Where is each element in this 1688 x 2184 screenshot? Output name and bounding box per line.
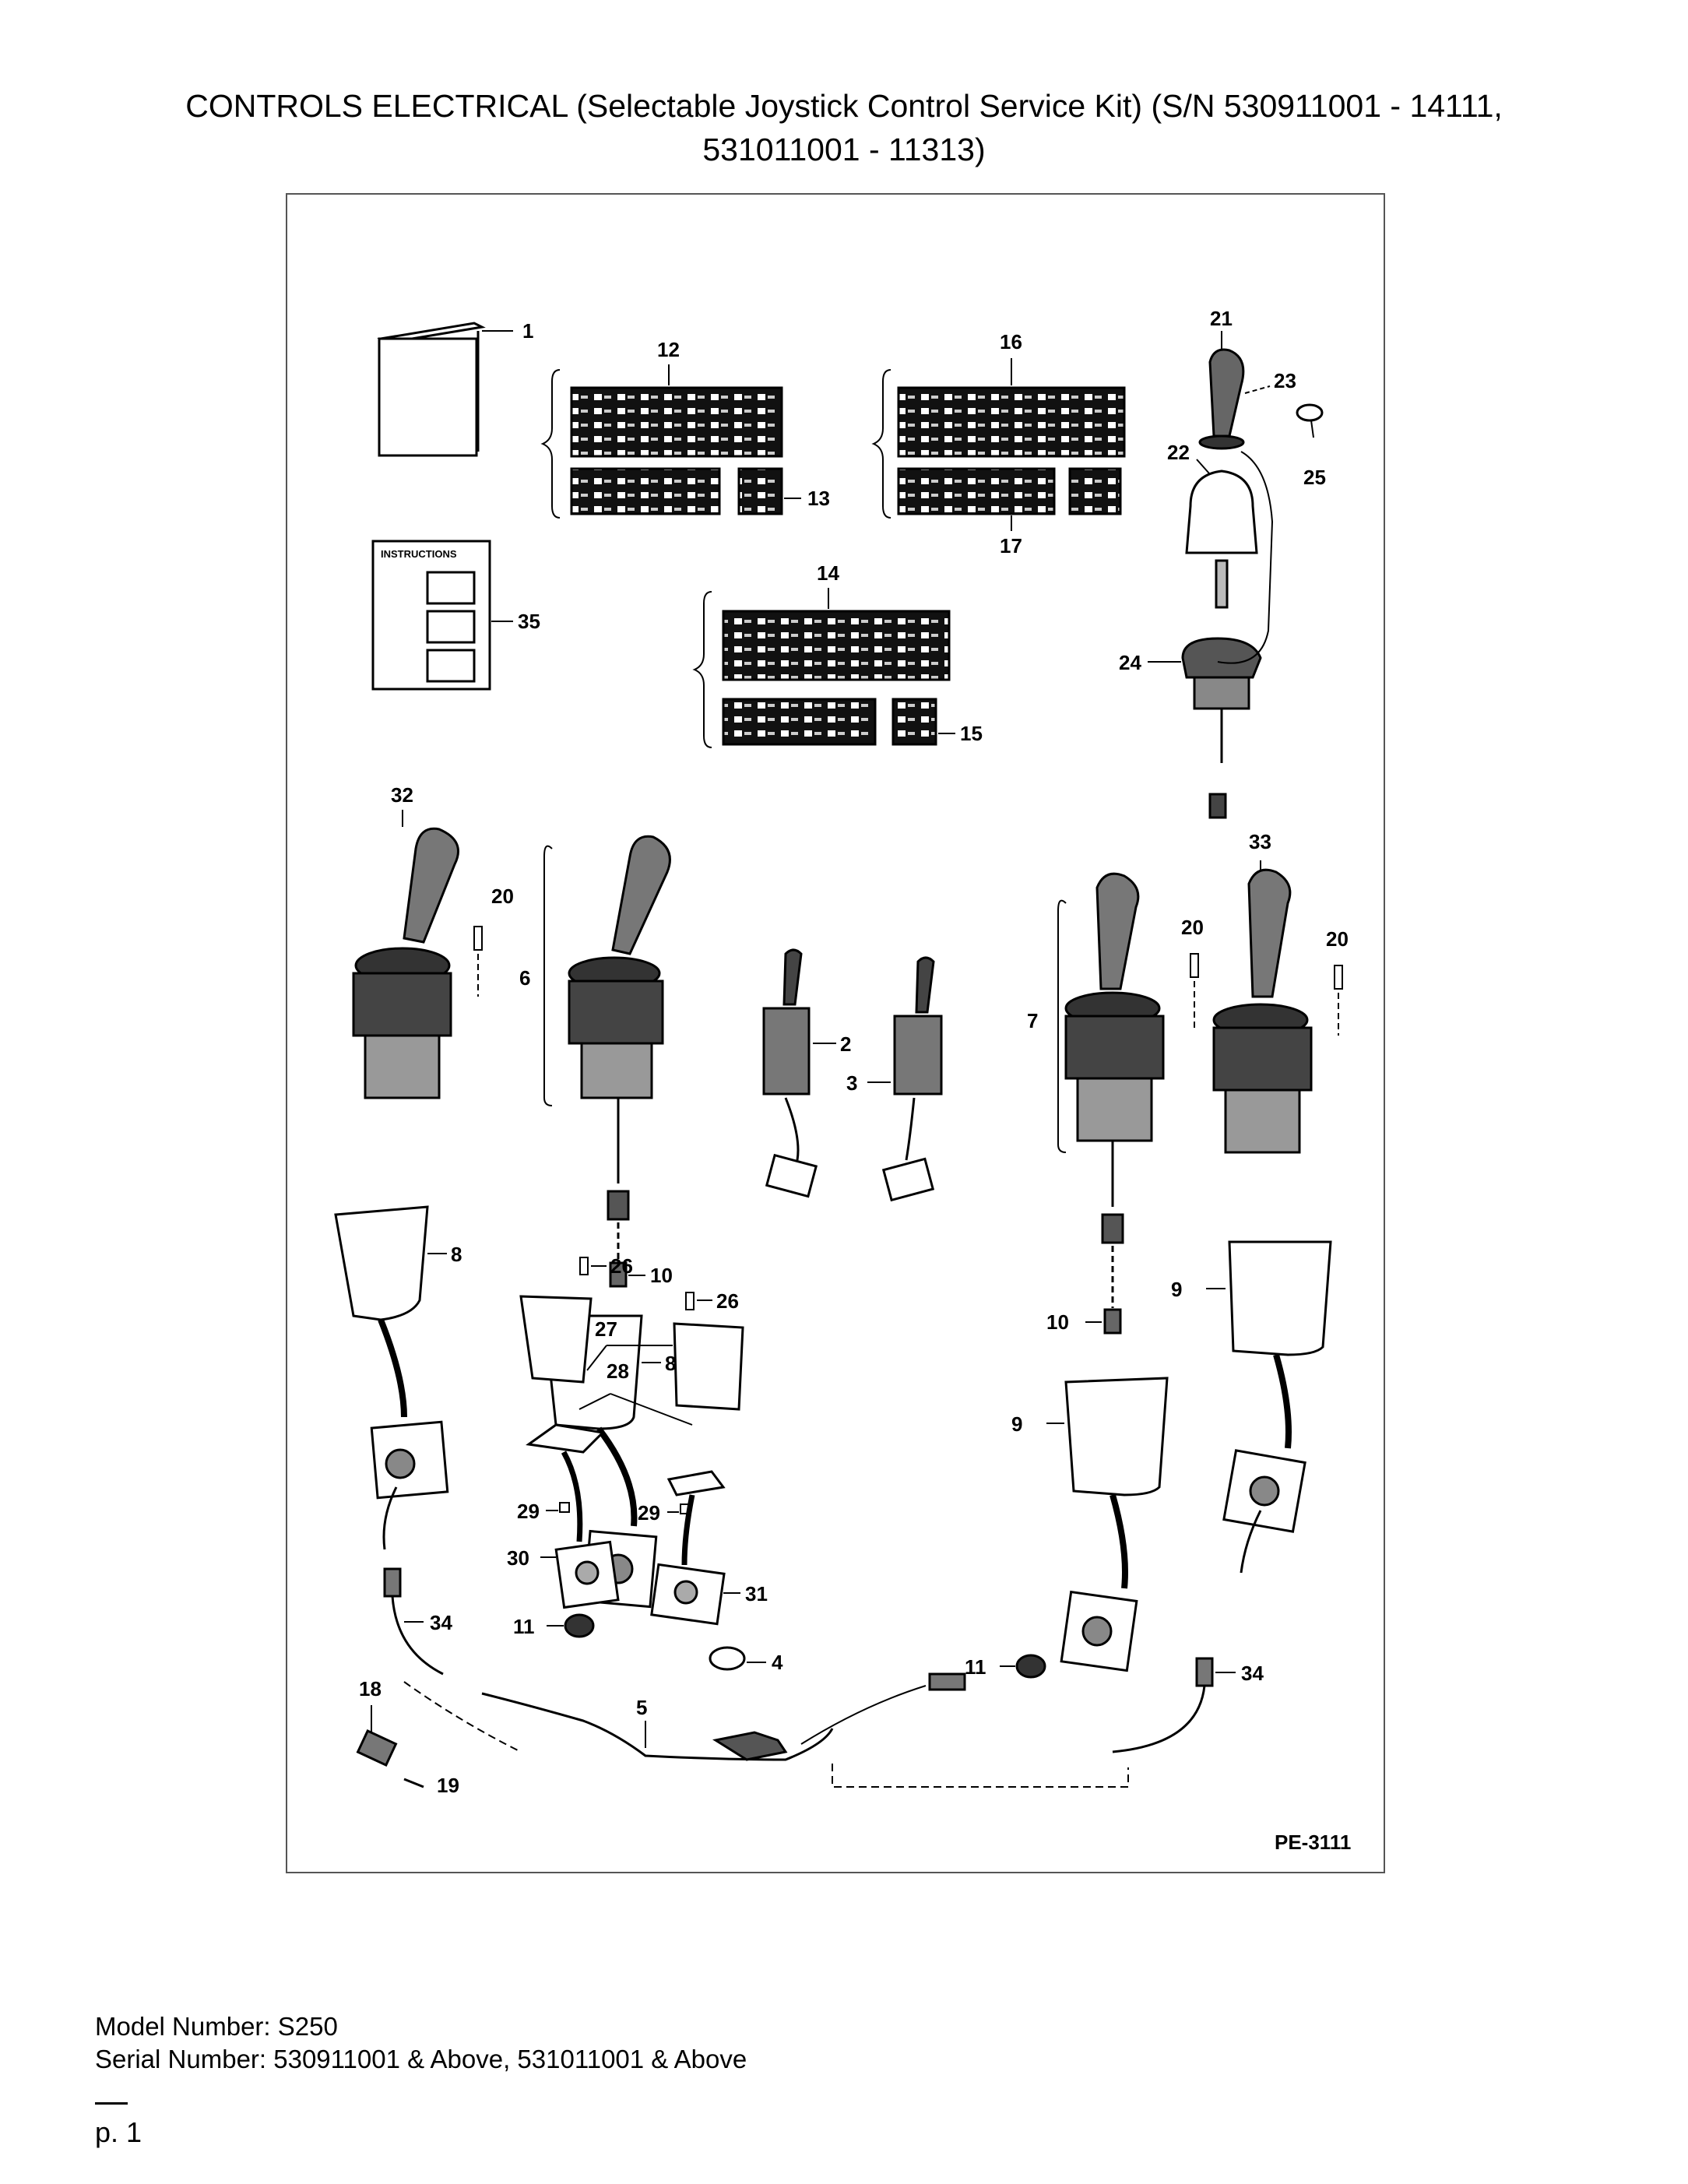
callout-34-right: 34 <box>1241 1662 1264 1685</box>
joystick-6 <box>543 835 671 1221</box>
part-20-bolt-left <box>473 926 483 997</box>
callout-16: 16 <box>1000 330 1022 353</box>
callout-21: 21 <box>1210 307 1233 330</box>
callout-32: 32 <box>391 783 413 807</box>
callout-8-left: 8 <box>451 1243 462 1266</box>
parts-diagram-frame: 1 INSTRUCTIONS 35 12 13 16 17 1 <box>286 193 1385 1873</box>
part-10-connector-right <box>1085 1246 1122 1335</box>
part-30-plate <box>540 1451 620 1609</box>
callout-10-right: 10 <box>1046 1310 1069 1334</box>
callout-9-center: 9 <box>1011 1412 1022 1436</box>
callout-26-left: 26 <box>610 1254 633 1278</box>
callout-2: 2 <box>840 1032 851 1056</box>
callout-29-right: 29 <box>638 1501 660 1525</box>
part-20-bolt-center <box>1190 953 1199 1032</box>
callout-11-right: 11 <box>965 1655 986 1679</box>
callout-17: 17 <box>1000 534 1022 557</box>
part-34-harness-left <box>383 1567 444 1676</box>
page-divider <box>95 2102 128 2105</box>
callout-26-right: 26 <box>716 1289 739 1313</box>
part-29-nuts <box>546 1502 691 1514</box>
part-35-instructions-sheet <box>371 540 513 691</box>
part-9-boot-right <box>1206 1240 1332 1574</box>
part-34-harness-right <box>1112 1657 1236 1753</box>
callout-19: 19 <box>437 1774 459 1797</box>
page-number: p. 1 <box>95 2116 142 2148</box>
joystick-32 <box>352 810 459 1099</box>
serial-number: Serial Number: 530911001 & Above, 531011… <box>95 2045 747 2073</box>
part-25-tie-strap <box>1296 403 1324 438</box>
part-19-pin <box>403 1778 424 1788</box>
callout-34-left: 34 <box>430 1611 452 1634</box>
callout-8-center: 8 <box>665 1352 676 1375</box>
part-2-joystick-small <box>762 948 836 1198</box>
part-18-connector <box>356 1705 398 1767</box>
part-31-plate <box>650 1494 740 1626</box>
callout-22: 22 <box>1167 441 1190 464</box>
callout-33: 33 <box>1249 830 1271 853</box>
title-line-1: CONTROLS ELECTRICAL (Selectable Joystick… <box>185 88 1503 124</box>
decal-set-16-17 <box>871 358 1126 531</box>
part-20-bolt-right <box>1334 965 1343 1036</box>
figure-code: PE-3111 <box>1275 1831 1351 1854</box>
callout-14: 14 <box>817 561 839 585</box>
callout-18: 18 <box>359 1677 382 1700</box>
callout-20-center: 20 <box>1181 916 1204 939</box>
callout-15: 15 <box>960 722 983 745</box>
title-line-2: 531011001 - 11313) <box>702 132 986 167</box>
page-title: CONTROLS ELECTRICAL (Selectable Joystick… <box>0 84 1688 171</box>
part-8-boot-left <box>334 1205 449 1550</box>
joystick-33 <box>1212 860 1313 1154</box>
callout-3: 3 <box>846 1071 857 1095</box>
joystick-7 <box>1057 872 1165 1244</box>
instructions-label: INSTRUCTIONS <box>381 548 457 560</box>
exploded-parts-diagram: 1 INSTRUCTIONS 35 12 13 16 17 1 <box>334 307 1351 1854</box>
part-5-main-harness <box>403 1672 1129 1788</box>
callout-13: 13 <box>807 487 830 510</box>
callout-5: 5 <box>636 1696 647 1719</box>
callout-29-left: 29 <box>517 1500 540 1523</box>
part-9-boot-center <box>1046 1377 1169 1672</box>
callout-7: 7 <box>1027 1009 1038 1032</box>
part-28-brackets <box>526 1393 726 1496</box>
decal-set-12-13 <box>540 364 801 519</box>
callout-28: 28 <box>607 1359 629 1383</box>
part-27-boots-small <box>519 1295 744 1411</box>
part-10-connector-left <box>609 1222 645 1288</box>
part-26-screws <box>579 1257 712 1310</box>
callout-24: 24 <box>1119 651 1141 674</box>
callout-9-right: 9 <box>1171 1278 1182 1301</box>
callout-27: 27 <box>595 1317 617 1341</box>
part-3-joystick-small <box>867 956 943 1202</box>
callout-20-right: 20 <box>1326 927 1349 951</box>
callout-1: 1 <box>522 319 533 343</box>
callout-20-left: 20 <box>491 885 514 908</box>
model-number: Model Number: S250 <box>95 2012 338 2041</box>
callout-4: 4 <box>772 1651 783 1674</box>
callout-11-left: 11 <box>513 1615 535 1638</box>
callout-6: 6 <box>519 966 530 990</box>
callout-23: 23 <box>1274 369 1296 392</box>
callout-10-left: 10 <box>650 1264 673 1287</box>
callout-30: 30 <box>507 1546 529 1570</box>
callout-35: 35 <box>518 610 540 633</box>
callout-31: 31 <box>745 1582 768 1605</box>
callout-12: 12 <box>657 338 680 361</box>
part-1-box <box>377 322 513 457</box>
part-4-tie-strap <box>709 1646 766 1671</box>
part-21-24-joystick-handle-assembly <box>1148 331 1274 819</box>
callout-25: 25 <box>1303 466 1326 489</box>
decal-set-14-15 <box>692 588 955 748</box>
part-11-grommets <box>547 1613 1046 1679</box>
